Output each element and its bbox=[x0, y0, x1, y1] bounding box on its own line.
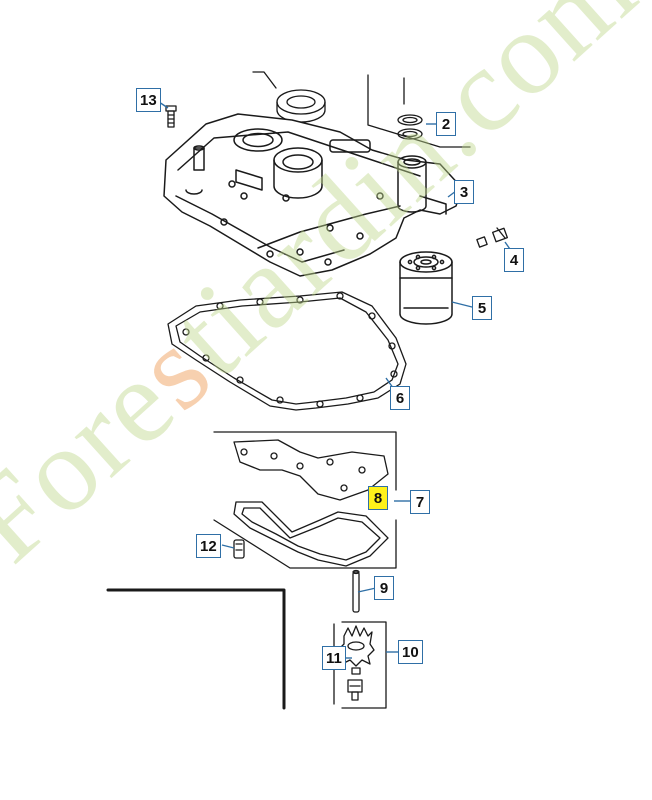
callout-7[interactable]: 7 bbox=[410, 490, 430, 514]
callout-10[interactable]: 10 bbox=[398, 640, 423, 664]
callout-13[interactable]: 13 bbox=[136, 88, 161, 112]
seal-ring-inset-frame bbox=[367, 74, 471, 148]
bolt-13 bbox=[165, 105, 177, 128]
callout-6[interactable]: 6 bbox=[390, 386, 410, 410]
callout-9[interactable]: 9 bbox=[374, 576, 394, 600]
pump-plate-frame bbox=[213, 431, 397, 569]
cover-gasket bbox=[167, 291, 407, 411]
callout-8-highlighted[interactable]: 8 bbox=[368, 486, 388, 510]
pump-plate-upper bbox=[233, 439, 389, 501]
callout-5[interactable]: 5 bbox=[472, 296, 492, 320]
oil-seal-ring bbox=[252, 71, 326, 123]
crankcase-cover bbox=[163, 113, 463, 277]
pin-9 bbox=[352, 569, 360, 613]
pump-plate-gasket bbox=[233, 501, 389, 567]
drain-plug-4 bbox=[476, 227, 508, 248]
o-rings bbox=[397, 114, 423, 140]
callout-4[interactable]: 4 bbox=[504, 248, 524, 272]
stud-12 bbox=[233, 539, 245, 559]
oil-filter bbox=[399, 251, 453, 325]
callout-3[interactable]: 3 bbox=[454, 180, 474, 204]
callout-12[interactable]: 12 bbox=[196, 534, 221, 558]
callout-11[interactable]: 11 bbox=[322, 646, 346, 670]
callout-2[interactable]: 2 bbox=[436, 112, 456, 136]
gear-shaft bbox=[347, 679, 363, 701]
section-frame bbox=[106, 588, 286, 710]
